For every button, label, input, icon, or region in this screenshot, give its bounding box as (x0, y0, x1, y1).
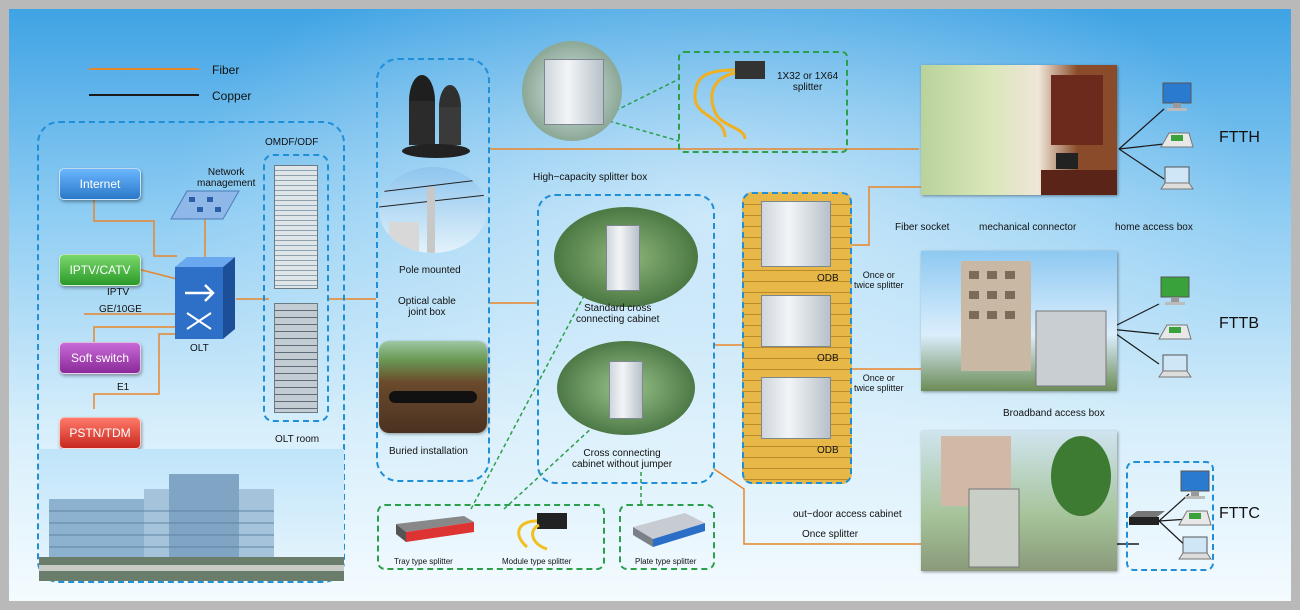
module-splitter-label: Module type splitter (502, 557, 572, 566)
ftth-monitor-icon-1 (1162, 82, 1192, 111)
olt-label: OLT (190, 343, 209, 354)
e1-link-label: E1 (117, 382, 130, 393)
optical-joint-label: Optical cable joint box (398, 296, 456, 318)
splitter-ratio-label: 1X32 or 1X64 splitter (777, 71, 839, 93)
odb-box-3 (761, 377, 831, 439)
tray-splitter-image (396, 516, 474, 542)
outdoor-cabinet-label: out−door access cabinet (793, 509, 902, 520)
ftth-title: FTTH (1219, 129, 1260, 146)
plate-splitter-image (633, 513, 705, 547)
odf-area (263, 154, 329, 422)
standard-cabinet-label: Standard cross connecting cabinet (576, 303, 660, 325)
olt-room-area (37, 121, 345, 583)
iptv-link-label: IPTV (107, 287, 130, 298)
iptv-link (133, 267, 178, 280)
ftth-laptop-icon (1160, 166, 1194, 190)
softswitch-link (93, 326, 177, 345)
splitter-box-image (522, 41, 622, 141)
standard-cabinet-image (554, 207, 698, 307)
plate-splitter-label: Plate type splitter (635, 557, 697, 566)
odb-box-1 (761, 201, 831, 267)
joint-box-image (402, 75, 470, 158)
internet-service: Internet (59, 168, 141, 200)
plate-splitter-area (619, 504, 715, 570)
odb-splitter-label-2: Once or twice splitter (854, 373, 904, 393)
odb-ftth-link (852, 186, 921, 246)
fttb-title: FTTB (1219, 315, 1259, 332)
olt-device-icon (175, 257, 235, 339)
buried-installation-image (379, 341, 487, 433)
fttc-laptop-icon (1178, 536, 1212, 560)
fttc-monitor-icon (1180, 470, 1210, 499)
iptv-catv-service: IPTV/CATV (59, 254, 141, 286)
legend-fiber-label: Fiber (212, 63, 240, 77)
high-capacity-label: High−capacity splitter box (533, 172, 648, 183)
pstn-link (93, 333, 177, 409)
odb-label-2: ODB (817, 353, 839, 364)
odb-label-3: ODB (817, 445, 839, 456)
fttb-monitor-icon (1160, 276, 1190, 305)
ftth-phone-icon (1160, 132, 1194, 148)
no-jumper-cabinet-image (557, 341, 695, 435)
module-splitter-image (517, 513, 567, 551)
olt-room-label: OLT room (275, 434, 320, 445)
fttc-phone-icon (1178, 510, 1212, 526)
splitter-types-area (377, 504, 605, 570)
buried-installation-label: Buried installation (389, 446, 468, 457)
mechanical-connector-label: mechanical connector (979, 222, 1077, 233)
odb-splitter-label-1: Once or twice splitter (854, 270, 904, 290)
fttc-switch-icon (1129, 511, 1165, 525)
fttc-outdoor-image (921, 431, 1117, 571)
ge-link-label: GE/10GE (99, 304, 142, 315)
ftth-home-image (921, 65, 1117, 195)
odf-rack-top (274, 165, 318, 289)
home-access-box-label: home access box (1115, 222, 1193, 233)
odf-rack-bottom (274, 303, 318, 413)
pole-mounted-image (379, 167, 487, 253)
internet-link (93, 191, 177, 257)
legend-copper-label: Copper (212, 89, 252, 103)
once-splitter-label: Once splitter (802, 529, 859, 540)
network-management-label: Network management (197, 167, 256, 189)
fiber-splitter-image (693, 61, 765, 140)
no-jumper-cabinet-label: Cross connecting cabinet without jumper (572, 448, 673, 470)
fttc-title: FTTC (1219, 505, 1260, 522)
pstn-tdm-service: PSTN/TDM (59, 417, 141, 449)
tray-splitter-label: Tray type splitter (394, 557, 453, 566)
pole-mounted-label: Pole mounted (399, 265, 461, 276)
fttb-phone-icon (1158, 324, 1192, 340)
office-buildings-image (39, 449, 344, 581)
splitter-1x32-area (678, 51, 848, 153)
network-management-icon (170, 190, 240, 220)
odb-label-1: ODB (817, 273, 839, 284)
cabinet-area (537, 194, 715, 484)
cabinet-fttc-link (713, 468, 969, 545)
broadband-access-label: Broadband access box (1003, 408, 1105, 419)
connection-lines (84, 68, 1190, 550)
fttc-user-area (1126, 461, 1214, 571)
fiber-socket-label: Fiber socket (895, 222, 950, 233)
omdf-label: OMDF/ODF (265, 137, 319, 148)
soft-switch-service: Soft switch (59, 342, 141, 374)
joint-box-area (376, 58, 490, 482)
fttb-building-image (921, 251, 1117, 391)
fttb-laptop-icon (1158, 354, 1192, 378)
odb-box-2 (761, 295, 831, 347)
